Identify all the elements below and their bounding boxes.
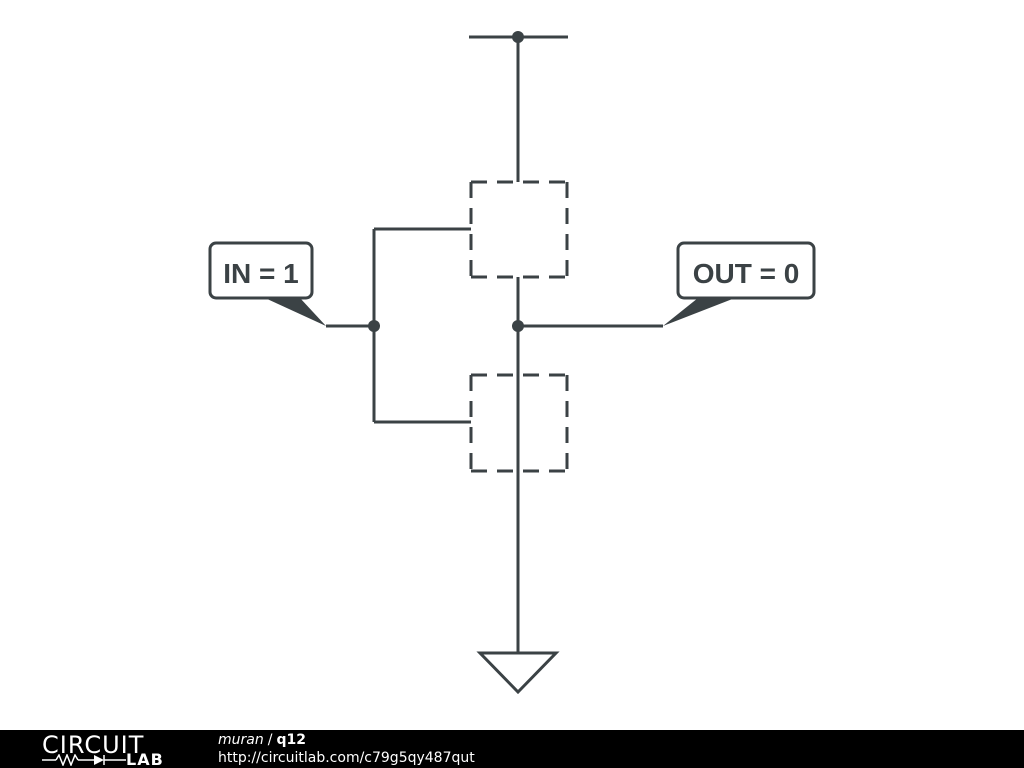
- input-label: IN = 1: [223, 258, 298, 289]
- nmos-transistor: [469, 373, 569, 473]
- input-label-callout: IN = 1: [208, 241, 326, 326]
- path-separator: /: [267, 732, 273, 748]
- output-label-callout: OUT = 0: [663, 241, 816, 326]
- vdd-junction-dot: [512, 31, 524, 43]
- footer-meta: muran/q12 http://circuitlab.com/c79g5qy4…: [218, 731, 475, 767]
- output-label: OUT = 0: [693, 258, 800, 289]
- cmos-inverter-schematic: IN = 1 OUT = 0: [208, 31, 816, 695]
- input-junction-dot: [368, 320, 380, 332]
- circuit-url-link[interactable]: http://circuitlab.com/c79g5qy487qut: [218, 750, 475, 766]
- ground-icon: [476, 651, 560, 695]
- circuitlab-logo[interactable]: CIRCUIT LAB: [40, 730, 180, 768]
- output-junction-dot: [512, 320, 524, 332]
- pmos-transistor: [469, 180, 569, 279]
- resistor-diode-icon: [42, 754, 126, 766]
- project-name[interactable]: q12: [276, 732, 306, 748]
- footer-bar: CIRCUIT LAB muran/q12 http://circuitlab.…: [0, 730, 1024, 768]
- author-link[interactable]: muran: [218, 732, 264, 748]
- logo-lab-word: LAB: [126, 750, 164, 768]
